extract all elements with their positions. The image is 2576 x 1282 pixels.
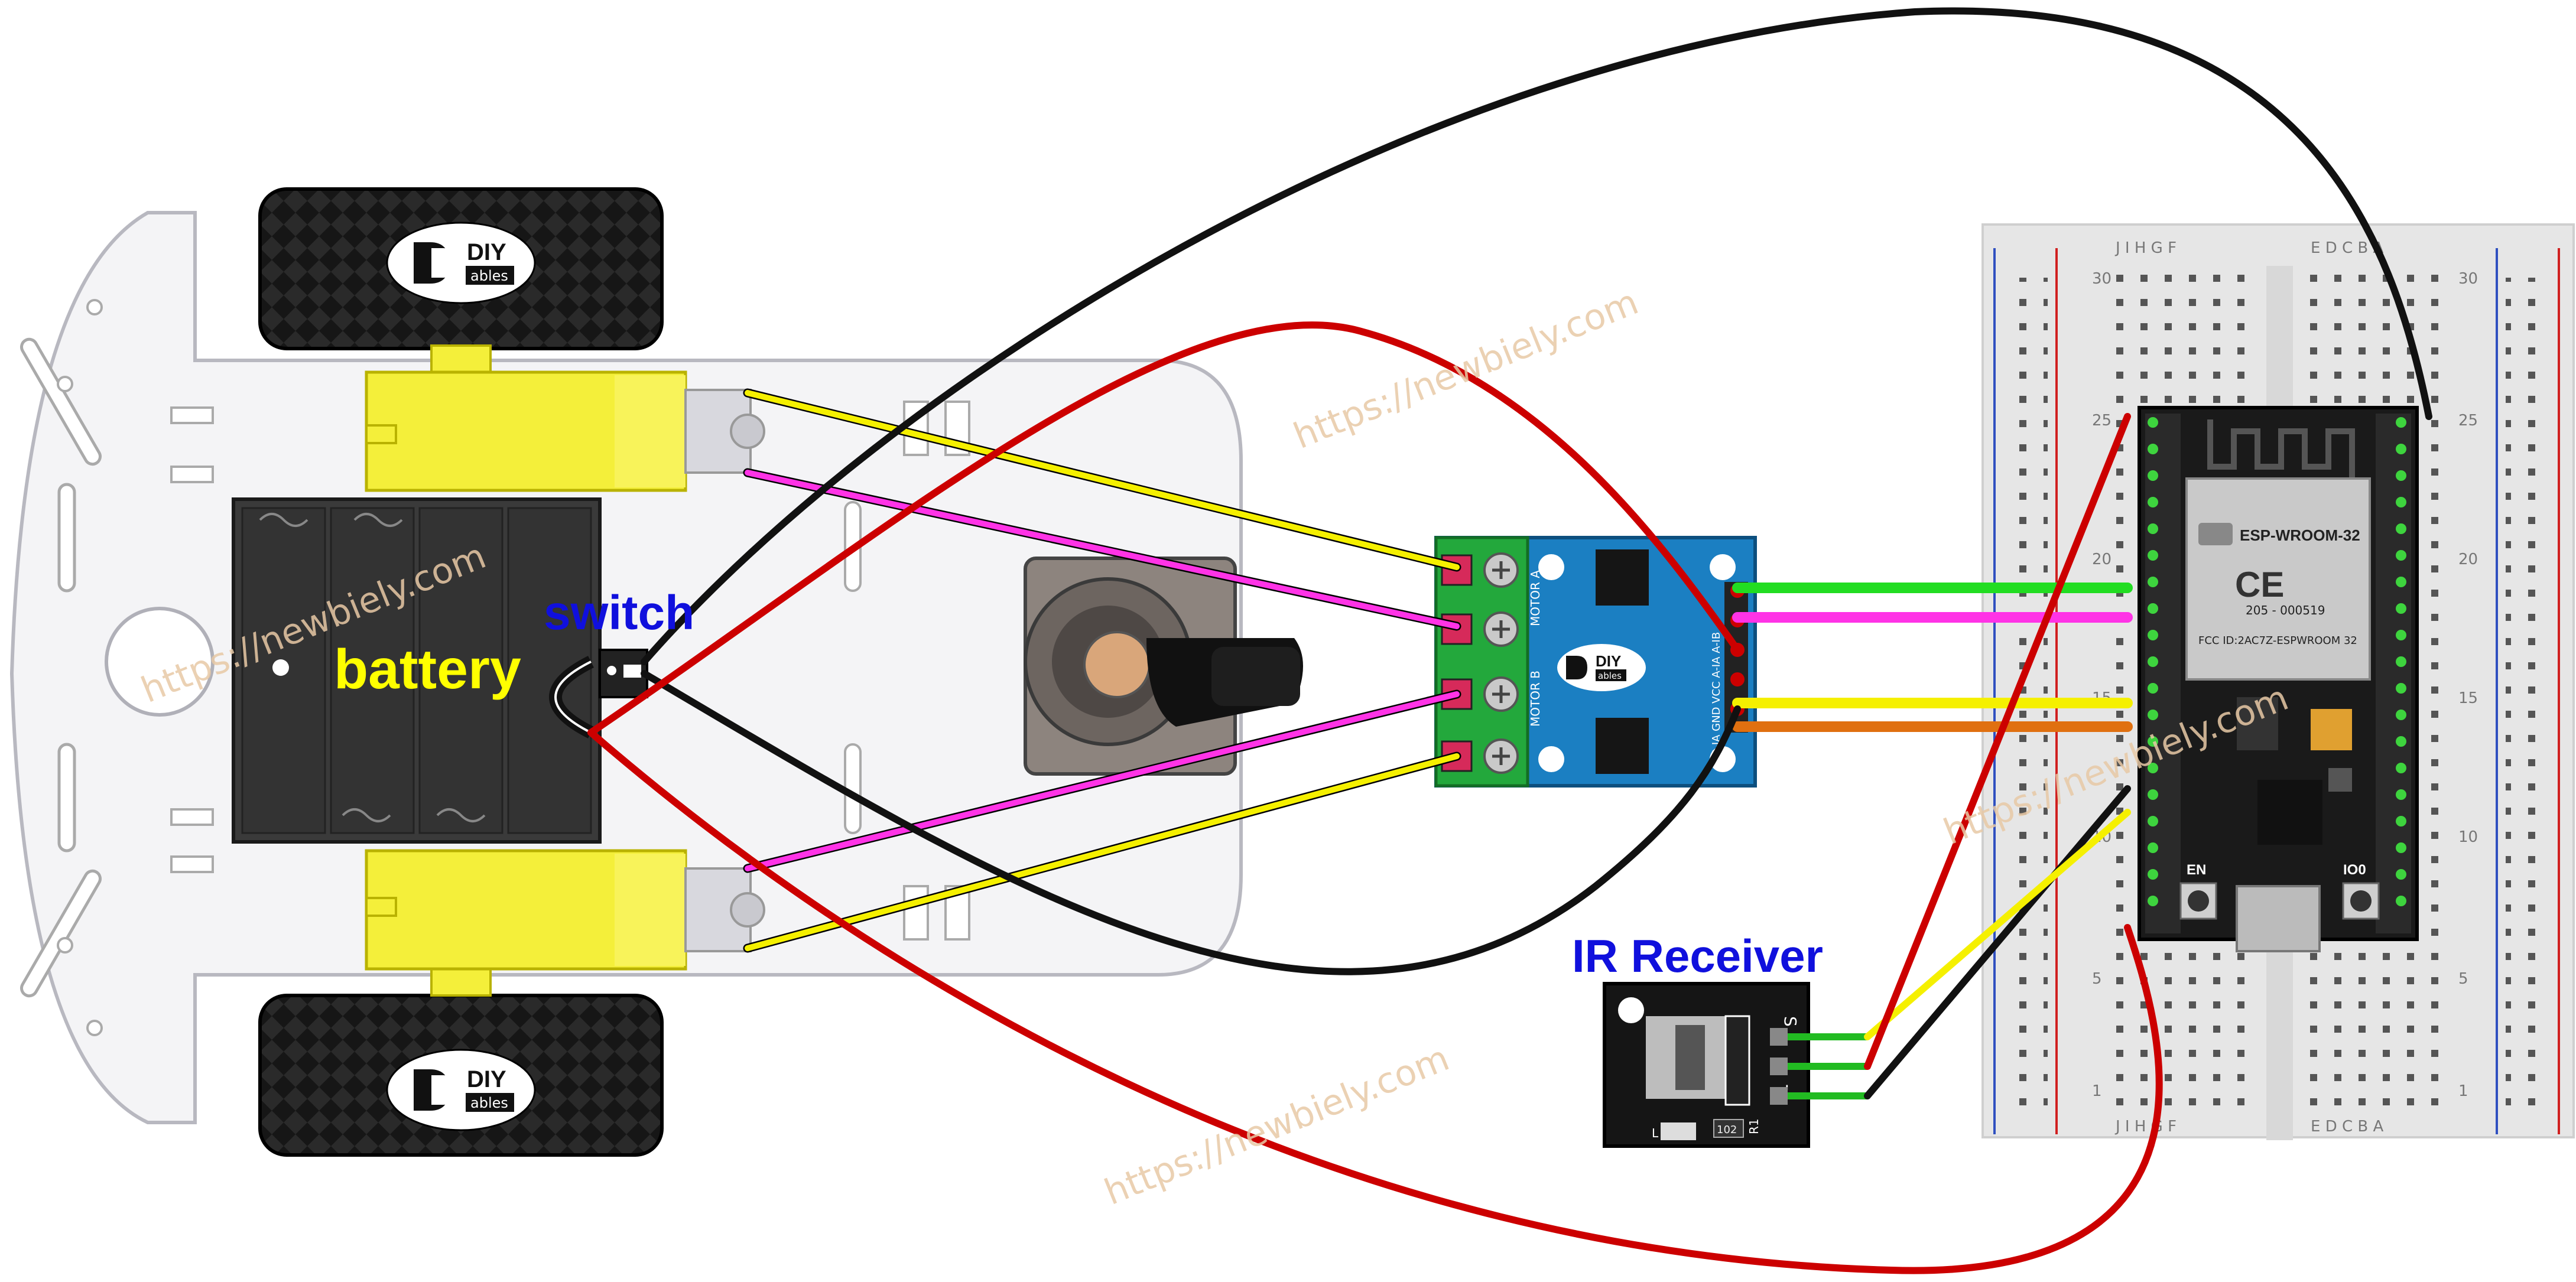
svg-text:20: 20 [2092, 551, 2112, 568]
wires [587, 7, 2432, 1274]
svg-text:ESP-WROOM-32: ESP-WROOM-32 [2240, 526, 2360, 544]
svg-text:S: S [1781, 1016, 1800, 1027]
ir-receiver-label: IR Receiver [1572, 930, 1823, 982]
svg-text:L: L [1652, 1126, 1659, 1140]
switch [599, 649, 648, 698]
svg-text:-: - [1777, 1084, 1799, 1091]
diyables-logo-top: DIY ables [414, 239, 514, 285]
svg-text:MOTOR A: MOTOR A [1528, 570, 1542, 626]
svg-text:R1: R1 [1747, 1118, 1761, 1134]
wire-red-battery-to-esp32 [587, 729, 2163, 1274]
wire-black-switch-to-driver [641, 670, 1741, 975]
svg-text:IO0: IO0 [2343, 862, 2366, 878]
svg-text:ables: ables [1598, 671, 1622, 681]
esp32-board: ESP-WROOM-32 CE 205 - 000519 FCC ID:2AC7… [2138, 406, 2419, 952]
motor-driver-board: MOTOR A MOTOR B B-IA GND VCC A-IA A-IB D… [1434, 536, 1757, 788]
watermark-2: https://newbiely.com [1288, 281, 1644, 457]
switch-label: switch [544, 586, 694, 640]
battery-holder [232, 497, 602, 844]
wire-yellow-ir-to-esp32 [1864, 809, 2131, 1040]
svg-text:5: 5 [2092, 970, 2102, 988]
svg-text:ables: ables [470, 268, 508, 284]
svg-text:B-IA GND VCC A-IA A-IB: B-IA GND VCC A-IA A-IB [1710, 632, 1723, 756]
svg-text:DIY: DIY [1596, 652, 1621, 670]
svg-text:5: 5 [2458, 970, 2468, 988]
svg-text:102: 102 [1717, 1124, 1737, 1136]
svg-text:25: 25 [2092, 412, 2112, 429]
wheel-top [258, 187, 664, 350]
svg-text:ables: ables [470, 1095, 508, 1111]
svg-text:J I H G F: J I H G F [2114, 239, 2177, 257]
svg-text:30: 30 [2458, 270, 2478, 288]
svg-text:MOTOR B: MOTOR B [1528, 671, 1542, 727]
driver-logo: DIY ables [1557, 644, 1646, 691]
svg-text:DIY: DIY [467, 1066, 506, 1092]
svg-text:205 - 000519: 205 - 000519 [2246, 603, 2325, 617]
svg-text:DIY: DIY [467, 239, 506, 265]
motor-top [365, 344, 765, 492]
svg-text:CE: CE [2235, 565, 2284, 604]
svg-text:1: 1 [2458, 1082, 2468, 1100]
svg-text:10: 10 [2458, 828, 2478, 846]
esp32-pins-left [2148, 417, 2158, 906]
esp32-pins-right [2396, 417, 2406, 906]
svg-text:30: 30 [2092, 270, 2112, 288]
wire-black-ir-to-esp32 [1864, 785, 2131, 1099]
wire-red-ir-to-esp32 [1864, 413, 2131, 1070]
svg-text:1: 1 [2092, 1082, 2102, 1100]
motor-bottom [365, 849, 765, 997]
svg-text:25: 25 [2458, 412, 2478, 429]
svg-text:FCC ID:2AC7Z-ESPWROOM 32: FCC ID:2AC7Z-ESPWROOM 32 [2198, 635, 2357, 647]
wire-red-battery-to-driver [587, 321, 1741, 736]
svg-text:E D C B A: E D C B A [2311, 1118, 2383, 1135]
svg-text:20: 20 [2458, 551, 2478, 568]
svg-text:J I H G F: J I H G F [2114, 1118, 2177, 1135]
wire-black-battery-to-esp32 [641, 7, 2432, 665]
svg-text:15: 15 [2458, 689, 2478, 707]
svg-text:EN: EN [2187, 862, 2206, 878]
diyables-logo-bottom: DIY ables [414, 1066, 514, 1112]
wheel-bottom [258, 994, 664, 1157]
ir-receiver-module: 102 R1 L S - [1603, 982, 1867, 1148]
caster-wheel [1024, 557, 1303, 776]
battery-label: battery [334, 638, 521, 701]
